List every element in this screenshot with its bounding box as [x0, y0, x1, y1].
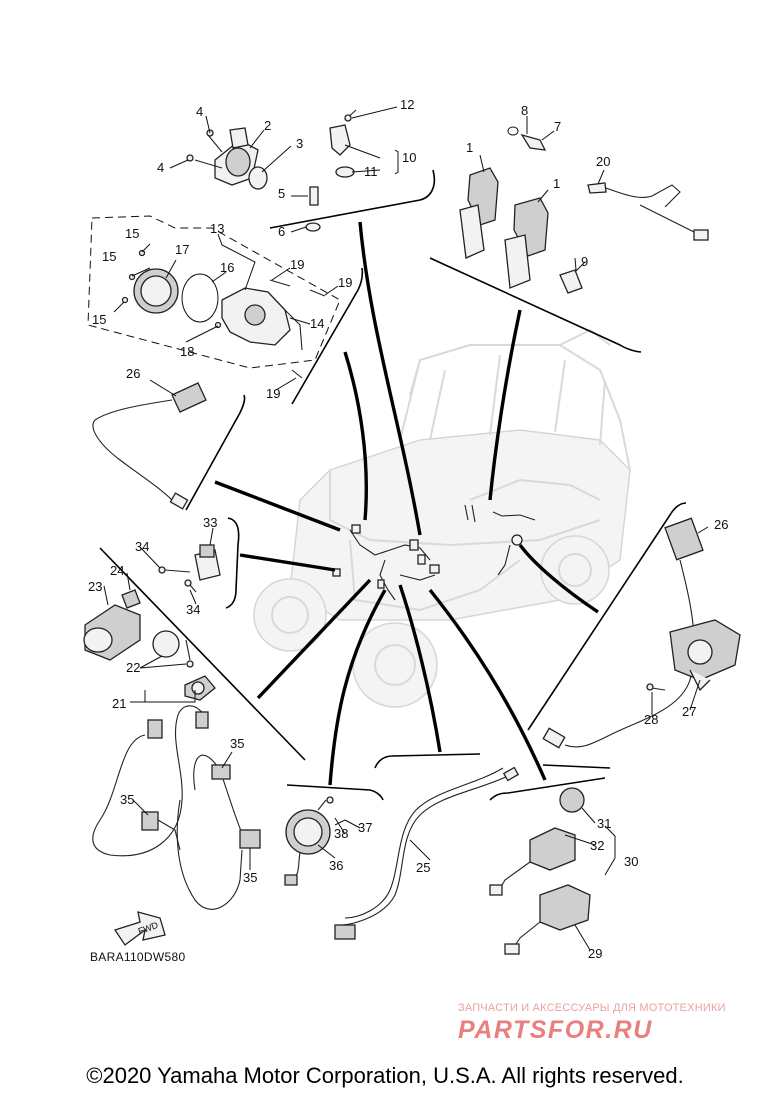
part-number-26a: 26	[126, 366, 140, 381]
part-number-11: 11	[364, 164, 378, 179]
part-number-15c: 15	[92, 312, 106, 327]
part-number-1b: 1	[553, 176, 560, 191]
part-number-12: 12	[400, 97, 414, 112]
part-number-36: 36	[329, 858, 343, 873]
part-number-29: 29	[588, 946, 602, 961]
watermark-tagline: ЗАПЧАСТИ И АКСЕССУАРЫ ДЛЯ МОТОТЕХНИКИ	[458, 1002, 726, 1014]
part-number-18: 18	[180, 344, 194, 359]
part-number-6: 6	[278, 224, 285, 239]
leader-lines	[103, 106, 709, 951]
group-13-dashed-box	[87, 215, 341, 369]
watermark-logo: PARTSFOR.RU	[458, 1016, 653, 1044]
drawing-code: BARA110DW580	[90, 950, 186, 964]
part-number-35a: 35	[230, 736, 244, 751]
part-number-19a: 19	[290, 257, 304, 272]
part-number-24: 24	[110, 563, 124, 578]
part-number-2: 2	[264, 118, 271, 133]
part-number-37: 37	[358, 820, 372, 835]
part-number-21: 21	[112, 696, 126, 711]
part-number-labels: 1 1 2 3 4 4 5 6 7 8 9 10 11 12 13 14 15 …	[88, 97, 728, 961]
relay-bracket-group	[158, 544, 221, 593]
part-number-9: 9	[581, 254, 588, 269]
part-number-23: 23	[88, 579, 102, 594]
main-switch-group	[83, 589, 216, 857]
ignition-coil-group	[459, 126, 709, 294]
part-number-15b: 15	[102, 249, 116, 264]
part-number-4b: 4	[157, 160, 164, 175]
part-number-35c: 35	[243, 870, 257, 885]
sub-harness-35	[141, 754, 261, 910]
part-number-16: 16	[220, 260, 234, 275]
sensor-wire-25	[334, 766, 520, 940]
part-number-35b: 35	[120, 792, 134, 807]
part-number-33: 33	[203, 515, 217, 530]
part-number-7: 7	[554, 119, 561, 134]
part-number-25: 25	[416, 860, 430, 875]
part-number-31: 31	[597, 816, 611, 831]
part-number-34a: 34	[135, 539, 149, 554]
part-number-3: 3	[296, 136, 303, 151]
relay-group	[489, 787, 591, 955]
central-harness-components	[332, 504, 536, 601]
part-number-8: 8	[521, 103, 528, 118]
group-brackets	[99, 169, 687, 801]
part-number-32: 32	[590, 838, 604, 853]
part-number-34b: 34	[186, 602, 200, 617]
actuator-group	[542, 517, 741, 749]
part-number-19c: 19	[266, 386, 280, 401]
part-number-17: 17	[175, 242, 189, 257]
part-number-22: 22	[126, 660, 140, 675]
part-number-30: 30	[624, 854, 638, 869]
part-number-13: 13	[210, 221, 224, 236]
parts-diagram: FWD	[83, 97, 741, 961]
watermark: ЗАПЧАСТИ И АКСЕССУАРЫ ДЛЯ МОТОТЕХНИКИ PA…	[458, 1002, 758, 1045]
part-number-28: 28	[644, 712, 658, 727]
part-number-27: 27	[682, 704, 696, 719]
part-number-5: 5	[278, 186, 285, 201]
part-number-20: 20	[596, 154, 610, 169]
part-number-26b: 26	[714, 517, 728, 532]
part-number-14: 14	[310, 316, 324, 331]
horn-group	[284, 796, 346, 886]
fwd-arrow: FWD	[113, 911, 166, 946]
callout-lines	[214, 221, 599, 786]
part-number-1a: 1	[466, 140, 473, 155]
vehicle-ghost	[253, 328, 631, 708]
part-number-4a: 4	[196, 104, 203, 119]
copyright-notice: ©2020 Yamaha Motor Corporation, U.S.A. A…	[86, 1063, 684, 1088]
throttle-sensor-group	[186, 109, 357, 232]
part-number-38: 38	[334, 826, 348, 841]
part-number-19b: 19	[338, 275, 352, 290]
sensor-wire-26	[92, 382, 207, 510]
sensor-cover-group	[121, 249, 326, 379]
part-number-10: 10	[402, 150, 416, 165]
part-number-15a: 15	[125, 226, 139, 241]
